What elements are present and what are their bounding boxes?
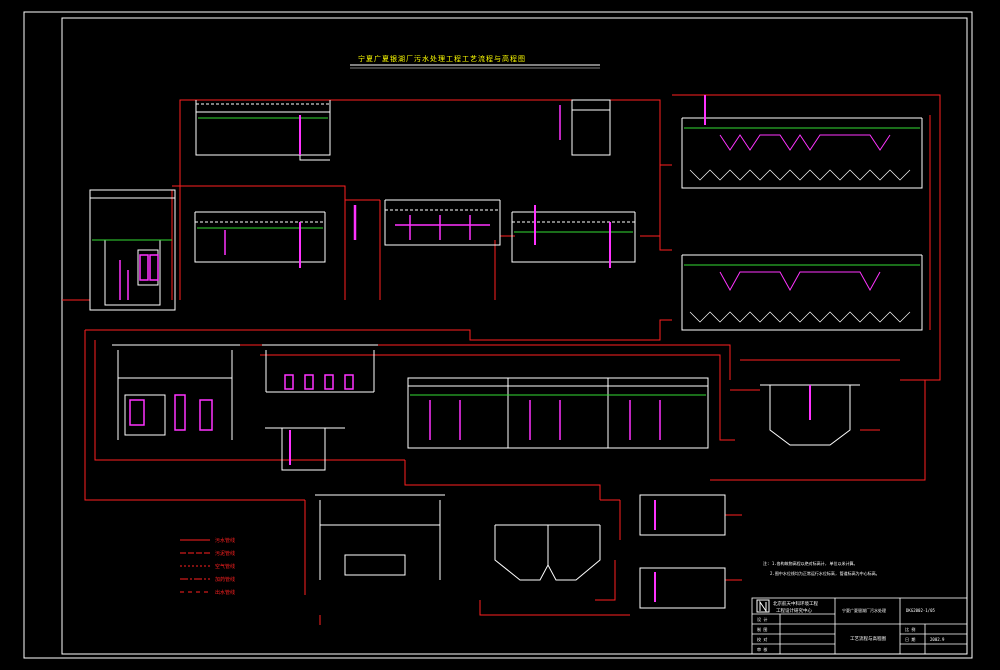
legend-entry-1: 污水管线 (215, 537, 235, 544)
headworks (89, 189, 176, 311)
small-tank-2 (639, 567, 726, 609)
title-row-4: 审 核 (757, 646, 767, 652)
institution-logo-mark (759, 600, 767, 613)
headworks-equipment (119, 254, 159, 300)
sludge-press (344, 554, 406, 576)
institution-name-1: 北京航天中科环境工程 (773, 600, 818, 607)
institution-name-2: 工程设计研究中心 (776, 607, 812, 614)
date-value: 2002.9 (930, 637, 945, 642)
sludge-building (315, 494, 445, 580)
institution-logo (756, 599, 770, 613)
sbr-equipment (429, 400, 661, 440)
title-row-2: 制 图 (757, 626, 767, 632)
tank-row2-mid (384, 199, 501, 246)
tank-row2-left (194, 211, 326, 263)
tank-row2-right (511, 211, 636, 263)
small-tank-1 (639, 494, 726, 536)
aeration-tank-2-bottom (689, 311, 911, 323)
building-left-equipment (129, 394, 213, 431)
tank-row2-mid-equipment (353, 205, 490, 240)
date-label: 日 期 (905, 636, 915, 642)
legend-entry-3: 空气管线 (215, 563, 235, 570)
building-mid-equipment (284, 374, 354, 390)
note-line-1: 注: 1.各构筑物高程以绝对标高计, 单位以米计算。 (763, 560, 857, 566)
scale-label: 比 例 (905, 626, 915, 632)
inner-frame (61, 17, 968, 655)
sludge-thickener (494, 524, 601, 581)
tank-top-left (195, 100, 331, 161)
legend-entry-4: 加药管线 (215, 576, 235, 583)
drawing-number: DKG2002-1/05 (906, 608, 935, 613)
aeration-tank-1-diffusers (719, 134, 891, 151)
drawing-title: 宁夏广夏银湖厂污水处理工程工艺流程与高程图 (358, 54, 526, 63)
legend-entry-5: 出水管线 (215, 589, 235, 596)
note-line-2: 2.图中水位线均为正常运行水位标高, 管道标高为中心标高。 (770, 570, 880, 576)
sump (265, 427, 345, 471)
building-mid (262, 344, 378, 393)
title-block (751, 597, 968, 655)
legend-entry-2: 污泥管线 (215, 550, 235, 557)
title-row-1: 设 计 (757, 616, 767, 622)
building-left (112, 344, 240, 440)
aeration-tank-1-bottom (689, 169, 911, 181)
legend: 污水管线 污泥管线 空气管线 加药管线 出水管线 (180, 537, 235, 596)
aeration-tank-2 (681, 254, 923, 331)
aeration-tank-1 (681, 117, 923, 189)
drawing-name: 工艺流程与高程图 (850, 635, 886, 642)
tank-top-mid (571, 99, 611, 156)
title-row-3: 校 对 (757, 636, 767, 642)
outer-frame (23, 11, 973, 659)
project-name: 宁夏广夏银湖厂污水处理 (842, 607, 886, 613)
aeration-tank-2-diffusers (719, 271, 881, 292)
pipe-network (62, 94, 941, 625)
sbr-tank-block (407, 377, 709, 449)
